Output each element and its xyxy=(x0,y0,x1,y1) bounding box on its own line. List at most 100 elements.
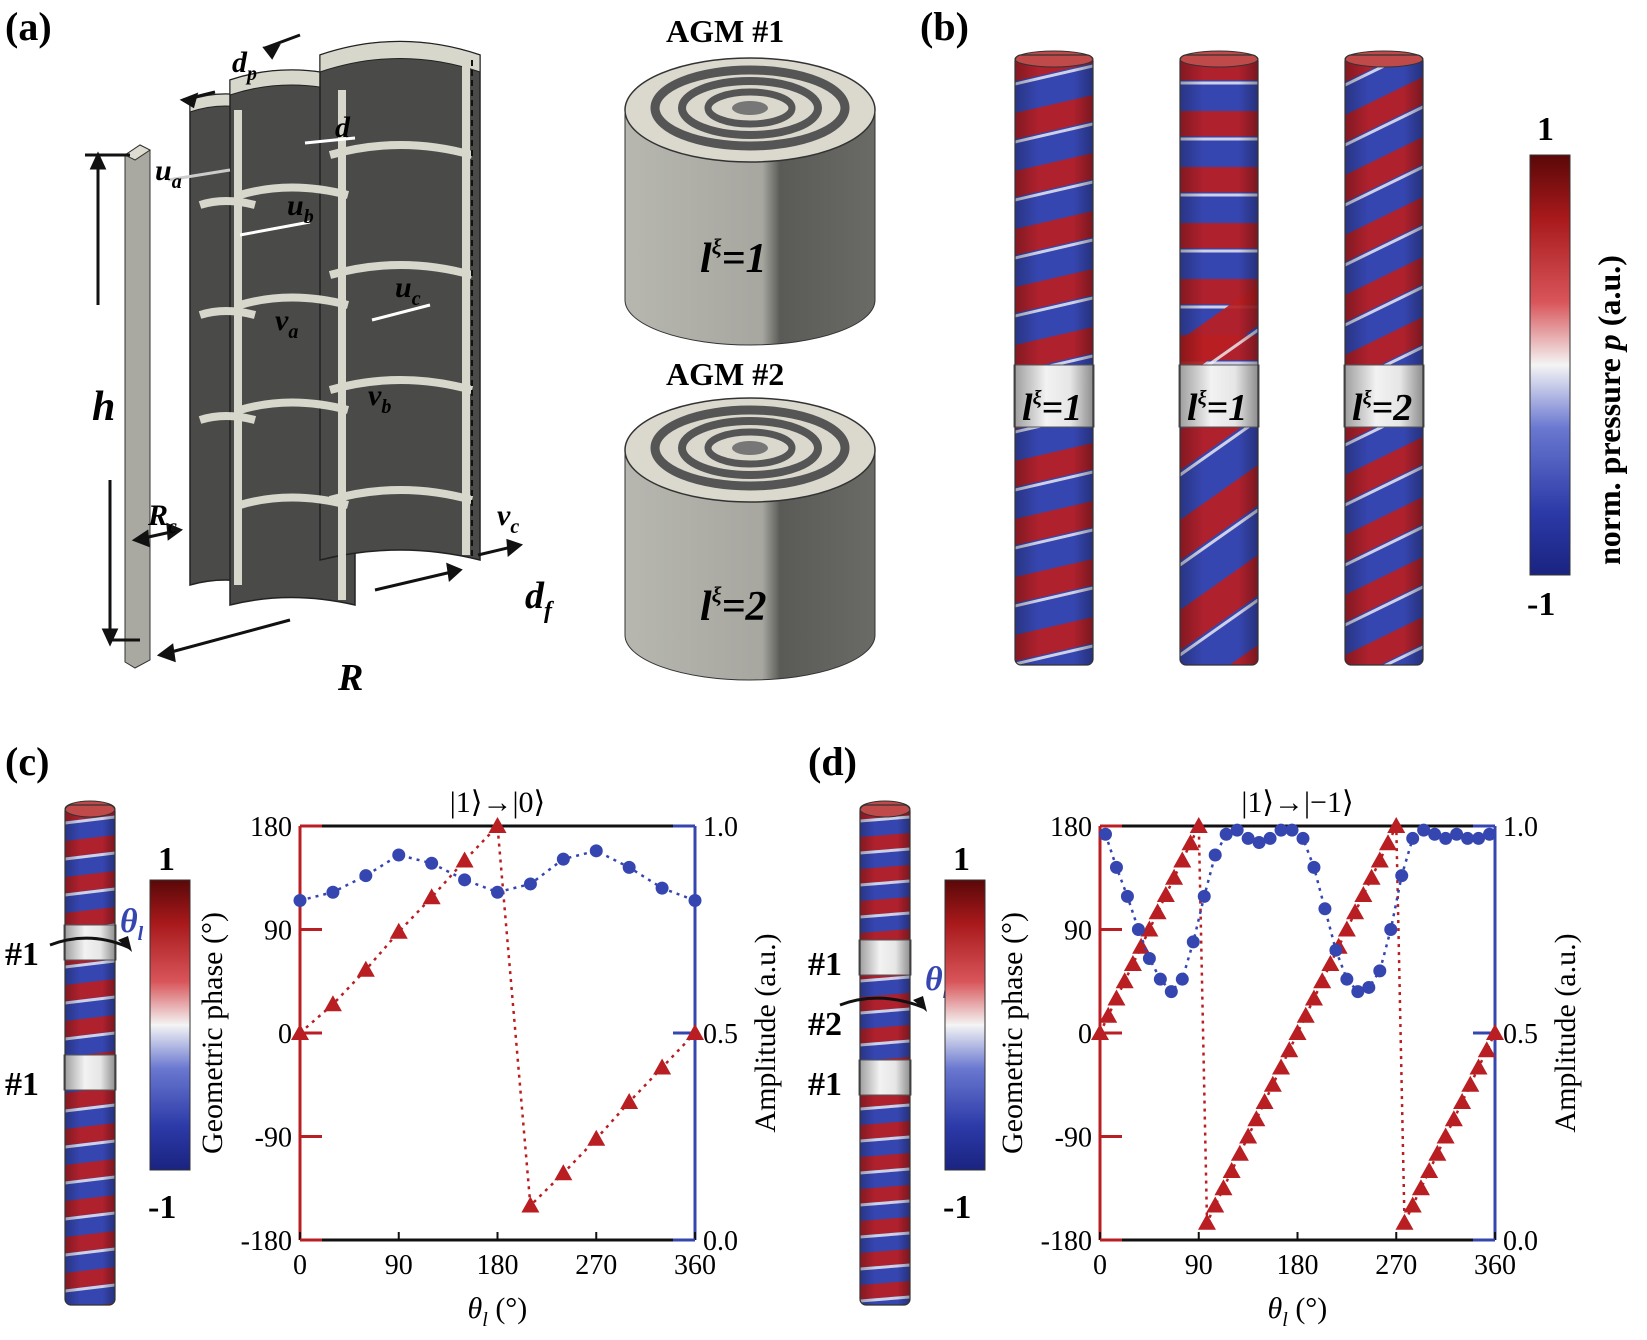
phase-point xyxy=(455,851,474,868)
amplitude-point xyxy=(1307,860,1321,874)
amplitude-point xyxy=(1318,902,1332,916)
amplitude-point xyxy=(1329,943,1343,957)
phase-point xyxy=(1296,1006,1315,1023)
x-axis-label: θl (°) xyxy=(468,1292,528,1331)
amplitude-point xyxy=(359,869,373,883)
amplitude-point xyxy=(1439,831,1453,845)
colorbar-d: 1 -1 xyxy=(943,841,986,1226)
cylinder-c xyxy=(63,800,117,1306)
amplitude-point xyxy=(425,856,439,870)
phase-point xyxy=(1148,903,1167,920)
amplitude-point xyxy=(1483,827,1497,841)
phase-point xyxy=(323,995,342,1012)
phase-point xyxy=(1304,989,1323,1006)
label-uc: uc xyxy=(395,271,421,310)
y-tick-label: 0 xyxy=(1078,1019,1092,1050)
y2-tick-label: 0.0 xyxy=(1503,1226,1538,1257)
x-tick-label: 180 xyxy=(477,1250,519,1281)
phase-point xyxy=(1395,1213,1414,1230)
x-tick-label: 180 xyxy=(1277,1250,1319,1281)
phase-point xyxy=(356,960,375,977)
colorbar-c: 1 -1 xyxy=(148,841,191,1226)
phase-point xyxy=(620,1093,639,1109)
phase-point xyxy=(1263,1075,1282,1092)
panel-b-label: (b) xyxy=(920,4,969,49)
label-h: h xyxy=(92,384,115,430)
cbar-b-min: -1 xyxy=(1527,586,1555,623)
amplitude-point xyxy=(523,877,537,891)
label-df: df xyxy=(525,575,554,624)
amplitude-point xyxy=(1395,869,1409,883)
panel-a-label: (a) xyxy=(5,4,52,49)
amplitude-point xyxy=(1406,831,1420,845)
cbar-d-max: 1 xyxy=(953,841,970,878)
amplitude-point xyxy=(1428,827,1442,841)
x-tick-label: 270 xyxy=(575,1250,617,1281)
x-axis-label: θl (°) xyxy=(1268,1292,1328,1331)
rod-element xyxy=(124,144,151,669)
marker-d-2: #2 xyxy=(808,1006,842,1043)
y2-tick-label: 1.0 xyxy=(1503,812,1538,843)
amplitude-point xyxy=(326,885,340,899)
amplitude-point xyxy=(1450,827,1464,841)
cbar-b-max: 1 xyxy=(1537,111,1554,148)
rotation-arrow-c xyxy=(49,936,131,950)
amplitude-point xyxy=(1153,972,1167,986)
chart-title: |1⟩→|−1⟩ xyxy=(1241,786,1353,819)
agm2-title: AGM #2 xyxy=(666,356,784,392)
phase-point xyxy=(1156,886,1175,902)
theta-c: θl xyxy=(120,903,144,945)
amplitude-point xyxy=(1417,823,1431,837)
phase-point xyxy=(1444,1110,1463,1127)
x-tick-label: 0 xyxy=(293,1250,307,1281)
amplitude-point xyxy=(458,873,472,887)
panel-c-label: (c) xyxy=(5,739,49,784)
phase-point xyxy=(1230,1144,1249,1161)
phase-point xyxy=(1222,1162,1241,1178)
phase-point xyxy=(1239,1127,1258,1144)
y-tick-label: -180 xyxy=(1041,1226,1092,1257)
x-tick-label: 270 xyxy=(1375,1250,1417,1281)
phase-point xyxy=(1461,1075,1480,1092)
amplitude-point xyxy=(1131,923,1145,936)
phase-point xyxy=(1477,1041,1496,1058)
agm1-lxi: lξ=1 xyxy=(700,234,767,282)
panel-d: (d) #1 #2 #1 θl 1 -1 090180270360-180-90… xyxy=(808,739,1582,1331)
y-axis-label: Geometric phase (°) xyxy=(996,912,1029,1154)
phase-point xyxy=(389,922,408,939)
phase-point xyxy=(1486,1024,1504,1040)
phase-point xyxy=(1403,1196,1422,1213)
label-vb: vb xyxy=(368,379,391,418)
amplitude-point xyxy=(1340,972,1354,986)
agm2-lxi: lξ=2 xyxy=(700,582,767,630)
x-tick-label: 360 xyxy=(674,1250,716,1281)
rotation-arrow-d xyxy=(839,996,926,1010)
phase-point xyxy=(1280,1041,1299,1058)
panel-d-label: (d) xyxy=(808,739,857,784)
phase-point xyxy=(1099,1006,1118,1023)
phase-point xyxy=(1255,1093,1274,1109)
y-tick-label: 180 xyxy=(250,812,292,843)
phase-point xyxy=(488,817,507,833)
amplitude-point xyxy=(1142,951,1156,965)
phase-point xyxy=(1346,903,1365,920)
phase-point xyxy=(1206,1196,1225,1213)
amplitude-point xyxy=(491,885,504,899)
y2-axis-label: Amplitude (a.u.) xyxy=(749,933,782,1132)
amplitude-point xyxy=(1252,836,1266,850)
x-tick-label: 360 xyxy=(1474,1250,1516,1281)
cyl2-ring-label: lξ=1 xyxy=(1187,387,1247,429)
cylinder-tc-detection xyxy=(1178,50,1260,666)
phase-point xyxy=(653,1058,672,1075)
phase-point xyxy=(1420,1162,1439,1178)
phase-point xyxy=(1379,834,1398,851)
phase-point xyxy=(1362,868,1381,885)
marker-d-1: #1 xyxy=(808,946,842,983)
y-tick-label: -90 xyxy=(255,1123,292,1154)
amplitude-point xyxy=(1197,889,1211,903)
marker-d-3: #1 xyxy=(808,1066,842,1103)
ribs xyxy=(198,65,474,600)
phase-point xyxy=(1387,817,1406,833)
x-tick-label: 90 xyxy=(1185,1250,1213,1281)
